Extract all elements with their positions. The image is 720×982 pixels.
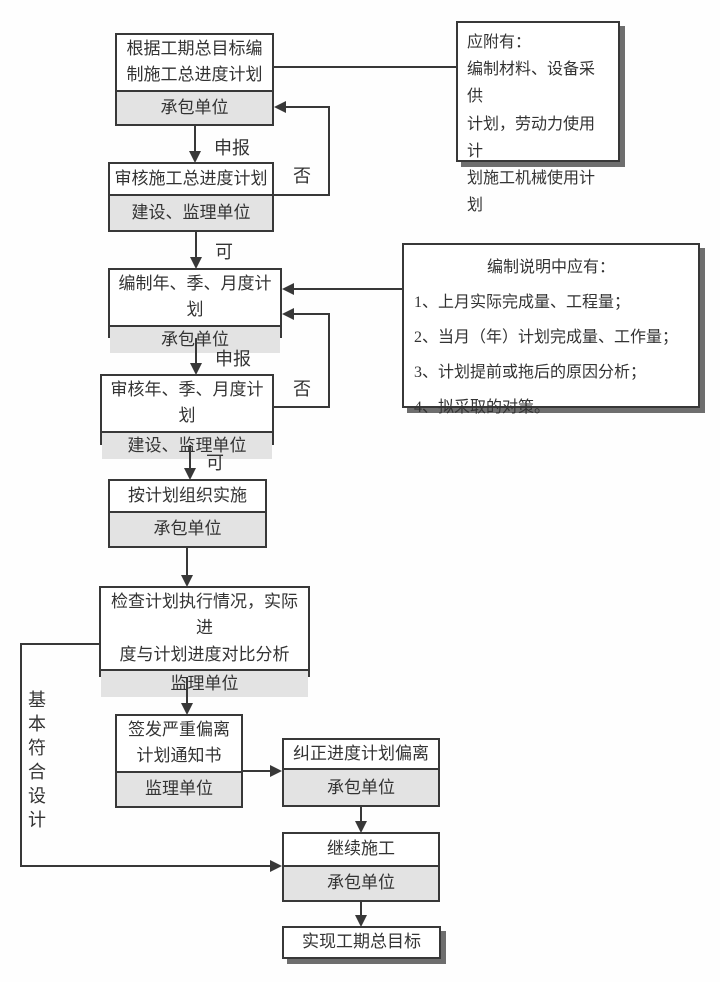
arrowhead-b9-b10 [355, 915, 367, 927]
connector-no-loop2-bottom [274, 406, 330, 408]
flow-box-achieve-goal-task: 实现工期总目标 [284, 928, 439, 957]
arrowhead-b2-b3 [190, 257, 202, 269]
flow-box-compile-master-plan-task: 根据工期总目标编 制施工总进度计划 [117, 35, 272, 90]
connector-bypass-vertical [20, 643, 22, 867]
flow-box-review-periodic-plan: 审核年、季、月度计划 建设、监理单位 [100, 374, 274, 460]
connector-b9-b10 [360, 902, 362, 916]
note-attachments-line: 编制材料、设备采供 [467, 61, 596, 106]
arrowhead-b1-b2 [189, 151, 201, 163]
flow-box-implement-plan: 按计划组织实施 承包单位 [108, 479, 267, 548]
note-attachments-line: 应附有： [467, 34, 532, 51]
label-yes-1: 可 [215, 242, 233, 262]
arrowhead-explain-note-to-b3 [282, 283, 294, 295]
note-explanation-item: 2、当月（年）计划完成量、工作量； [414, 329, 679, 346]
note-explanation: 编制说明中应有： 1、上月实际完成量、工程量； 2、当月（年）计划完成量、工作量… [402, 243, 700, 416]
task-text: 编制年、季、月度计划 [118, 274, 272, 320]
connector-master-plan-to-attach-note [274, 66, 456, 68]
flow-box-issue-deviation-notice: 签发严重偏离 计划通知书 监理单位 [115, 714, 243, 808]
flow-box-achieve-goal: 实现工期总目标 [282, 926, 441, 959]
connector-b4-b5 [189, 445, 191, 469]
flow-box-review-master-plan-task: 审核施工总进度计划 [110, 164, 272, 194]
task-text-line1: 检查计划执行情况，实际进 [111, 592, 298, 638]
task-text: 继续施工 [327, 839, 395, 859]
task-text-line2: 制施工总进度计划 [126, 65, 263, 85]
flow-box-compile-periodic-plan: 编制年、季、月度计划 承包单位 [108, 268, 282, 354]
task-text: 审核年、季、月度计划 [110, 380, 264, 426]
flow-box-correct-deviation-owner: 承包单位 [284, 768, 438, 805]
note-attachments-line: 划施工机械使用计 [467, 169, 596, 187]
task-text-line1: 根据工期总目标编 [126, 39, 263, 58]
flow-box-compile-master-plan: 根据工期总目标编 制施工总进度计划 承包单位 [115, 33, 274, 126]
flow-box-continue-construction-task: 继续施工 [284, 834, 438, 865]
task-text: 按计划组织实施 [128, 485, 247, 505]
connector-b2-b3 [195, 232, 197, 258]
note-explanation-title: 编制说明中应有： [486, 259, 615, 276]
flow-box-review-periodic-plan-owner: 建设、监理单位 [102, 430, 272, 460]
note-attachments-line: 划 [467, 197, 484, 215]
connector-b6-b7 [186, 677, 188, 704]
connector-bypass-bottom [20, 865, 271, 867]
flow-box-continue-construction: 继续施工 承包单位 [282, 832, 440, 902]
label-declare-1: 申报 [214, 138, 250, 158]
flow-box-review-master-plan: 审核施工总进度计划 建设、监理单位 [108, 162, 274, 232]
flow-box-review-periodic-plan-task: 审核年、季、月度计划 [102, 376, 272, 431]
label-no-2: 否 [293, 379, 311, 399]
task-text: 审核施工总进度计划 [114, 168, 268, 188]
connector-b7-b8 [243, 770, 271, 772]
flow-box-check-progress: 检查计划执行情况，实际进 度与计划进度对比分析 监理单位 [99, 586, 310, 698]
note-attachments: 应附有： 编制材料、设备采供 计划，劳动力使用计 划施工机械使用计 划 [456, 21, 620, 214]
arrowhead-b7-b8 [270, 765, 282, 777]
flow-box-implement-plan-owner: 承包单位 [110, 511, 265, 546]
connector-b3-b4 [195, 338, 197, 364]
flow-box-compile-master-plan-owner: 承包单位 [117, 89, 272, 124]
connector-no-loop1-top [286, 106, 330, 108]
label-no-1: 否 [293, 166, 311, 186]
note-explanation-item: 3、计划提前或拖后的原因分析； [414, 364, 647, 381]
label-bypass: 基本符合设计 [26, 690, 46, 834]
flow-box-continue-construction-owner: 承包单位 [284, 865, 438, 900]
arrowhead-b3-b4 [190, 363, 202, 375]
arrowhead-bypass [270, 860, 282, 872]
note-explanation-item: 1、上月实际完成量、工程量； [414, 294, 631, 311]
connector-explain-note-to-b3 [294, 288, 402, 290]
task-text-line2: 计划通知书 [136, 746, 222, 766]
connector-no-loop2-vertical [328, 313, 330, 408]
arrowhead-b4-b5 [184, 468, 196, 480]
flow-box-correct-deviation: 纠正进度计划偏离 承包单位 [282, 738, 440, 807]
note-attachments-line: 计划，劳动力使用计 [467, 115, 596, 160]
flow-box-correct-deviation-task: 纠正进度计划偏离 [284, 740, 438, 768]
note-explanation-item: 4、拟采取的对策。 [414, 399, 551, 416]
connector-no-loop1-vertical [328, 106, 330, 196]
arrowhead-no-loop2 [282, 308, 294, 320]
task-text: 实现工期总目标 [302, 932, 421, 952]
connector-bypass-top [21, 643, 99, 645]
task-text-line1: 签发严重偏离 [128, 720, 230, 739]
task-text: 纠正进度计划偏离 [293, 744, 429, 763]
connector-b5-b6 [186, 548, 188, 576]
flow-box-compile-periodic-plan-task: 编制年、季、月度计划 [110, 270, 280, 325]
flow-box-check-progress-task: 检查计划执行情况，实际进 度与计划进度对比分析 [101, 588, 308, 669]
arrowhead-b6-b7 [181, 703, 193, 715]
connector-no-loop2-top [294, 313, 330, 315]
flow-box-check-progress-owner: 监理单位 [101, 669, 308, 698]
flow-box-review-master-plan-owner: 建设、监理单位 [110, 194, 272, 230]
label-declare-2: 申报 [215, 349, 251, 369]
connector-b1-b2 [194, 126, 196, 152]
arrowhead-b8-b9 [355, 821, 367, 833]
label-yes-2: 可 [206, 453, 224, 473]
arrowhead-no-loop1 [274, 101, 286, 113]
task-text-line2: 度与计划进度对比分析 [119, 644, 290, 664]
arrowhead-b5-b6 [181, 575, 193, 587]
flow-box-implement-plan-task: 按计划组织实施 [110, 481, 265, 511]
connector-b8-b9 [360, 807, 362, 822]
connector-no-loop1-bottom [274, 194, 330, 196]
flow-box-issue-deviation-notice-task: 签发严重偏离 计划通知书 [117, 716, 241, 771]
flow-box-issue-deviation-notice-owner: 监理单位 [117, 770, 241, 806]
